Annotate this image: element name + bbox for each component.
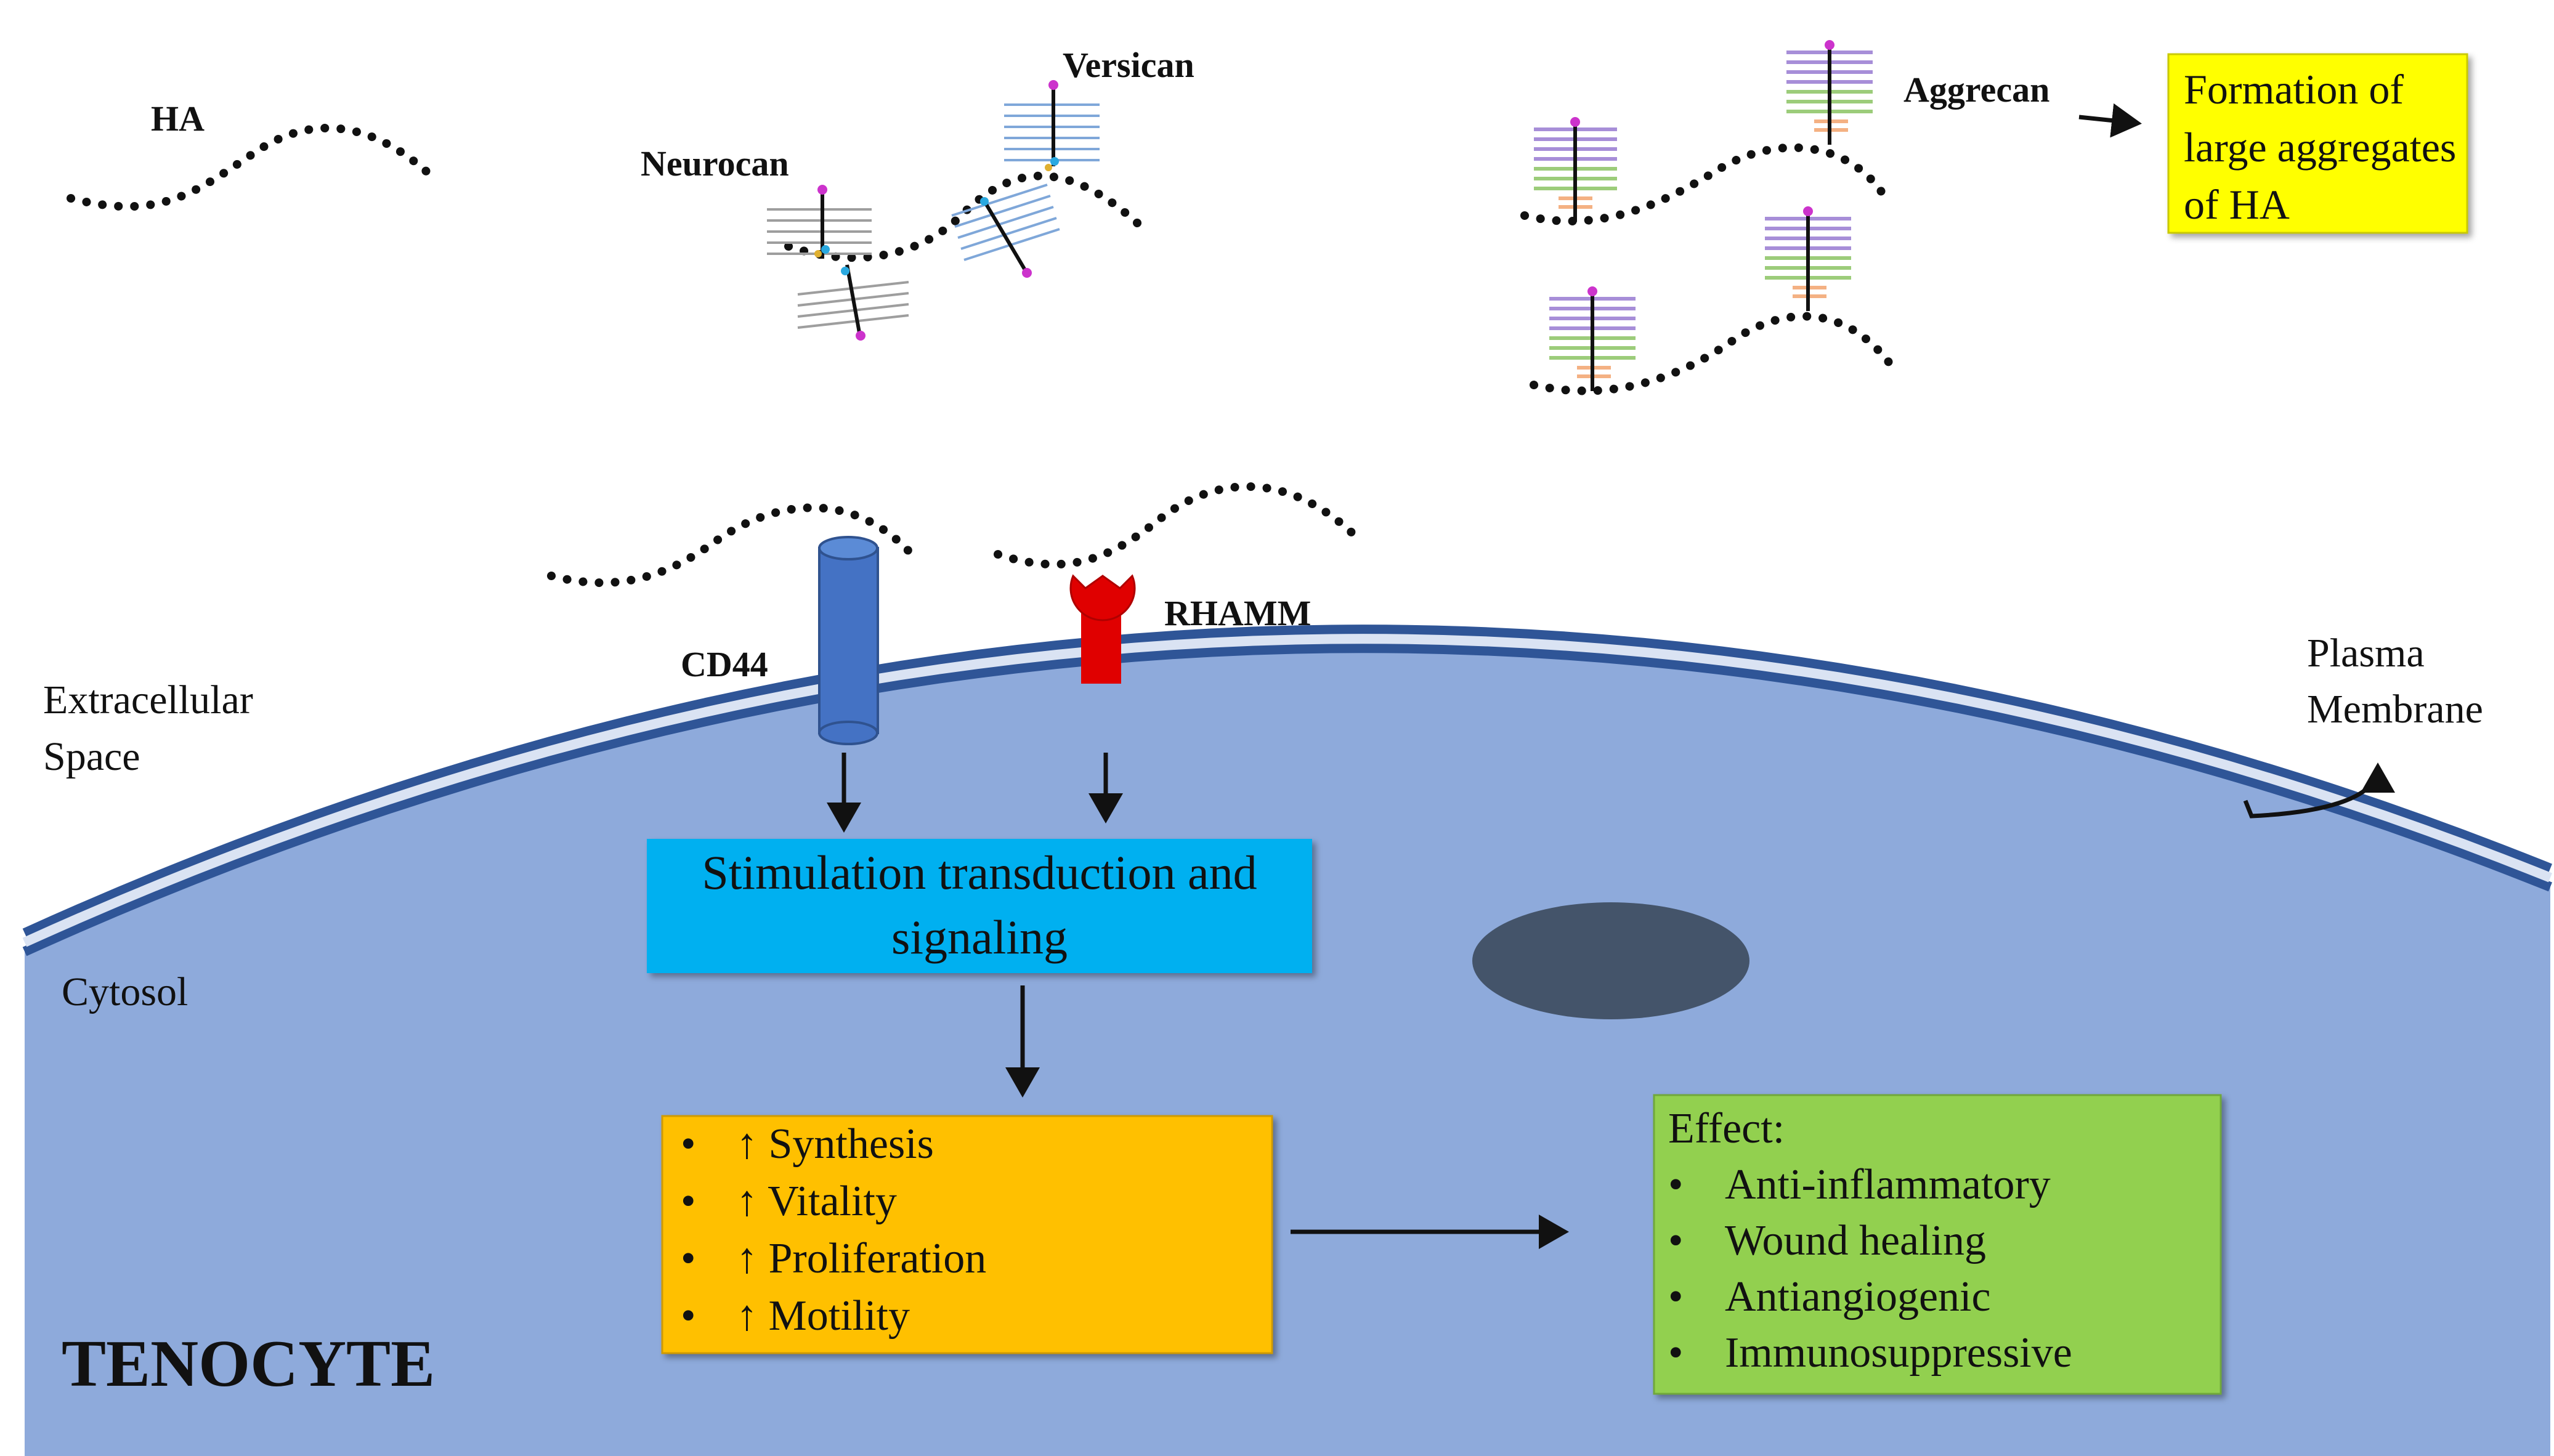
response-item: ↑ Synthesis — [736, 1120, 934, 1168]
ha-chain-aggrecan-2 — [1530, 312, 1899, 395]
aggregates-line: large aggregates — [2184, 124, 2456, 171]
plasma-membrane-label-line2: Membrane — [2307, 687, 2483, 732]
signaling-box — [647, 839, 1312, 973]
effects-title: Effect: — [1668, 1105, 1785, 1152]
effect-bullet: • — [1668, 1217, 1684, 1264]
response-bullet: • — [681, 1120, 696, 1168]
effect-bullet: • — [1668, 1161, 1684, 1208]
arrow-aggrecan-to-box — [2078, 103, 2142, 138]
effect-item: Antiangiogenic — [1725, 1273, 1991, 1321]
ha-chain-neurocan-versican — [784, 171, 1150, 262]
neurocan-molecule — [767, 185, 909, 341]
effects-box — [1653, 1094, 2222, 1395]
responses-box — [661, 1115, 1273, 1354]
effect-bullet: • — [1668, 1273, 1684, 1321]
rhamm-label: RHAMM — [1164, 593, 1311, 633]
ha-chain-aggrecan-1 — [1520, 143, 1889, 226]
ha-label: HA — [151, 99, 205, 139]
rhamm-receptor — [1069, 574, 1136, 684]
effect-item: Anti-inflammatory — [1725, 1161, 2051, 1208]
aggrecan-label: Aggrecan — [1903, 70, 2049, 110]
cd44-label: CD44 — [681, 644, 768, 684]
neurocan-label: Neurocan — [641, 144, 789, 184]
aggregates-line: of HA — [2184, 181, 2290, 228]
tenocyte-label: TENOCYTE — [62, 1327, 435, 1401]
signaling-line: Stimulation transduction and — [702, 846, 1257, 899]
aggregates-box — [2167, 53, 2468, 234]
effect-bullet: • — [1668, 1329, 1684, 1377]
response-bullet: • — [681, 1292, 696, 1340]
response-item: ↑ Motility — [736, 1292, 910, 1340]
response-bullet: • — [681, 1178, 696, 1225]
signaling-line: signaling — [891, 910, 1068, 964]
ha-chain-cd44 — [547, 503, 916, 588]
cytosol-label: Cytosol — [62, 969, 188, 1014]
extracellular-label-line1: Extracellular — [43, 677, 253, 722]
ha-chain-free — [67, 123, 439, 211]
effect-item: Wound healing — [1725, 1217, 1986, 1264]
plasma-membrane-pointer — [2243, 762, 2395, 819]
plasma-membrane-outer — [22, 625, 2552, 938]
extracellular-label-line2: Space — [43, 734, 140, 779]
nucleus — [1472, 902, 1749, 1019]
response-item: ↑ Proliferation — [736, 1235, 986, 1282]
aggrecan-molecules — [1534, 40, 1873, 391]
versican-label: Versican — [1063, 45, 1194, 85]
ha-chain-rhamm — [994, 482, 1360, 569]
plasma-membrane-inner — [22, 643, 2552, 957]
versican-molecule — [951, 80, 1100, 278]
response-item: ↑ Vitality — [736, 1178, 897, 1225]
plasma-membrane-middle — [22, 634, 2552, 947]
cd44-receptor — [818, 536, 879, 745]
effect-item: Immunosuppressive — [1725, 1329, 2072, 1377]
plasma-membrane-label-line1: Plasma — [2307, 631, 2425, 676]
aggregates-line: Formation of — [2184, 66, 2404, 113]
response-bullet: • — [681, 1235, 696, 1282]
